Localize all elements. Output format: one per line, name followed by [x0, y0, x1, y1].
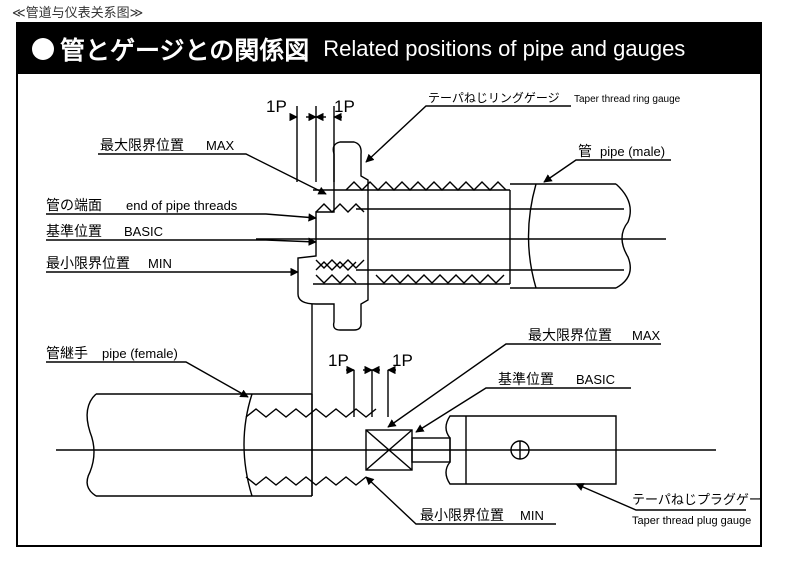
female-pipe: [56, 393, 716, 497]
plug-gauge-label-jp: テーパねじプラグゲージ: [632, 493, 762, 508]
min-top-label-en: MIN: [148, 256, 172, 271]
label-1p-bot-b: 1P: [392, 351, 413, 370]
label-1p-bot-a: 1P: [328, 351, 349, 370]
figure-caption: ≪管道与仪表关系图≫: [12, 6, 144, 21]
end-label-en: end of pipe threads: [126, 198, 238, 213]
basic-top-label-jp: 基準位置: [46, 223, 102, 240]
max-bot-label-jp: 最大限界位置: [528, 328, 612, 344]
ring-gauge: [297, 141, 369, 331]
min-bot-label-jp: 最小限界位置: [420, 508, 504, 524]
min-top-label-jp: 最小限界位置: [46, 256, 130, 272]
basic-top-label-en: BASIC: [124, 224, 163, 239]
ring-gauge-label-en: Taper thread ring gauge: [574, 94, 681, 105]
gauge-diagram: 1P 1P テーパねじリングゲージ Taper thread ring gaug…: [46, 91, 762, 527]
pipe-male-label-jp: 管: [578, 144, 592, 160]
plug-gauge-label-en: Taper thread plug gauge: [632, 515, 751, 527]
plug-gauge: [365, 415, 617, 485]
basic-bot-label-en: BASIC: [576, 372, 615, 387]
title-en: Related positions of pipe and gauges: [323, 36, 686, 61]
label-1p-top-b: 1P: [334, 97, 355, 116]
male-pipe: [256, 181, 666, 289]
pipe-male-label-en: pipe (male): [600, 144, 665, 159]
diagram-frame: 管とゲージとの関係図 Related positions of pipe and…: [16, 22, 762, 547]
bullet-icon: [32, 38, 54, 60]
basic-bot-label-jp: 基準位置: [498, 371, 554, 388]
female-label-en: pipe (female): [102, 346, 178, 361]
title-banner: 管とゲージとの関係図 Related positions of pipe and…: [18, 24, 760, 74]
max-top-label-en: MAX: [206, 138, 235, 153]
label-1p-top-a: 1P: [266, 97, 287, 116]
title-jp: 管とゲージとの関係図: [60, 36, 310, 65]
max-top-label-jp: 最大限界位置: [100, 138, 184, 154]
ring-gauge-label-jp: テーパねじリングゲージ: [428, 91, 560, 105]
min-bot-label-en: MIN: [520, 508, 544, 523]
female-label-jp: 管継手: [46, 346, 88, 362]
end-label-jp: 管の端面: [46, 198, 102, 214]
max-bot-label-en: MAX: [632, 328, 661, 343]
